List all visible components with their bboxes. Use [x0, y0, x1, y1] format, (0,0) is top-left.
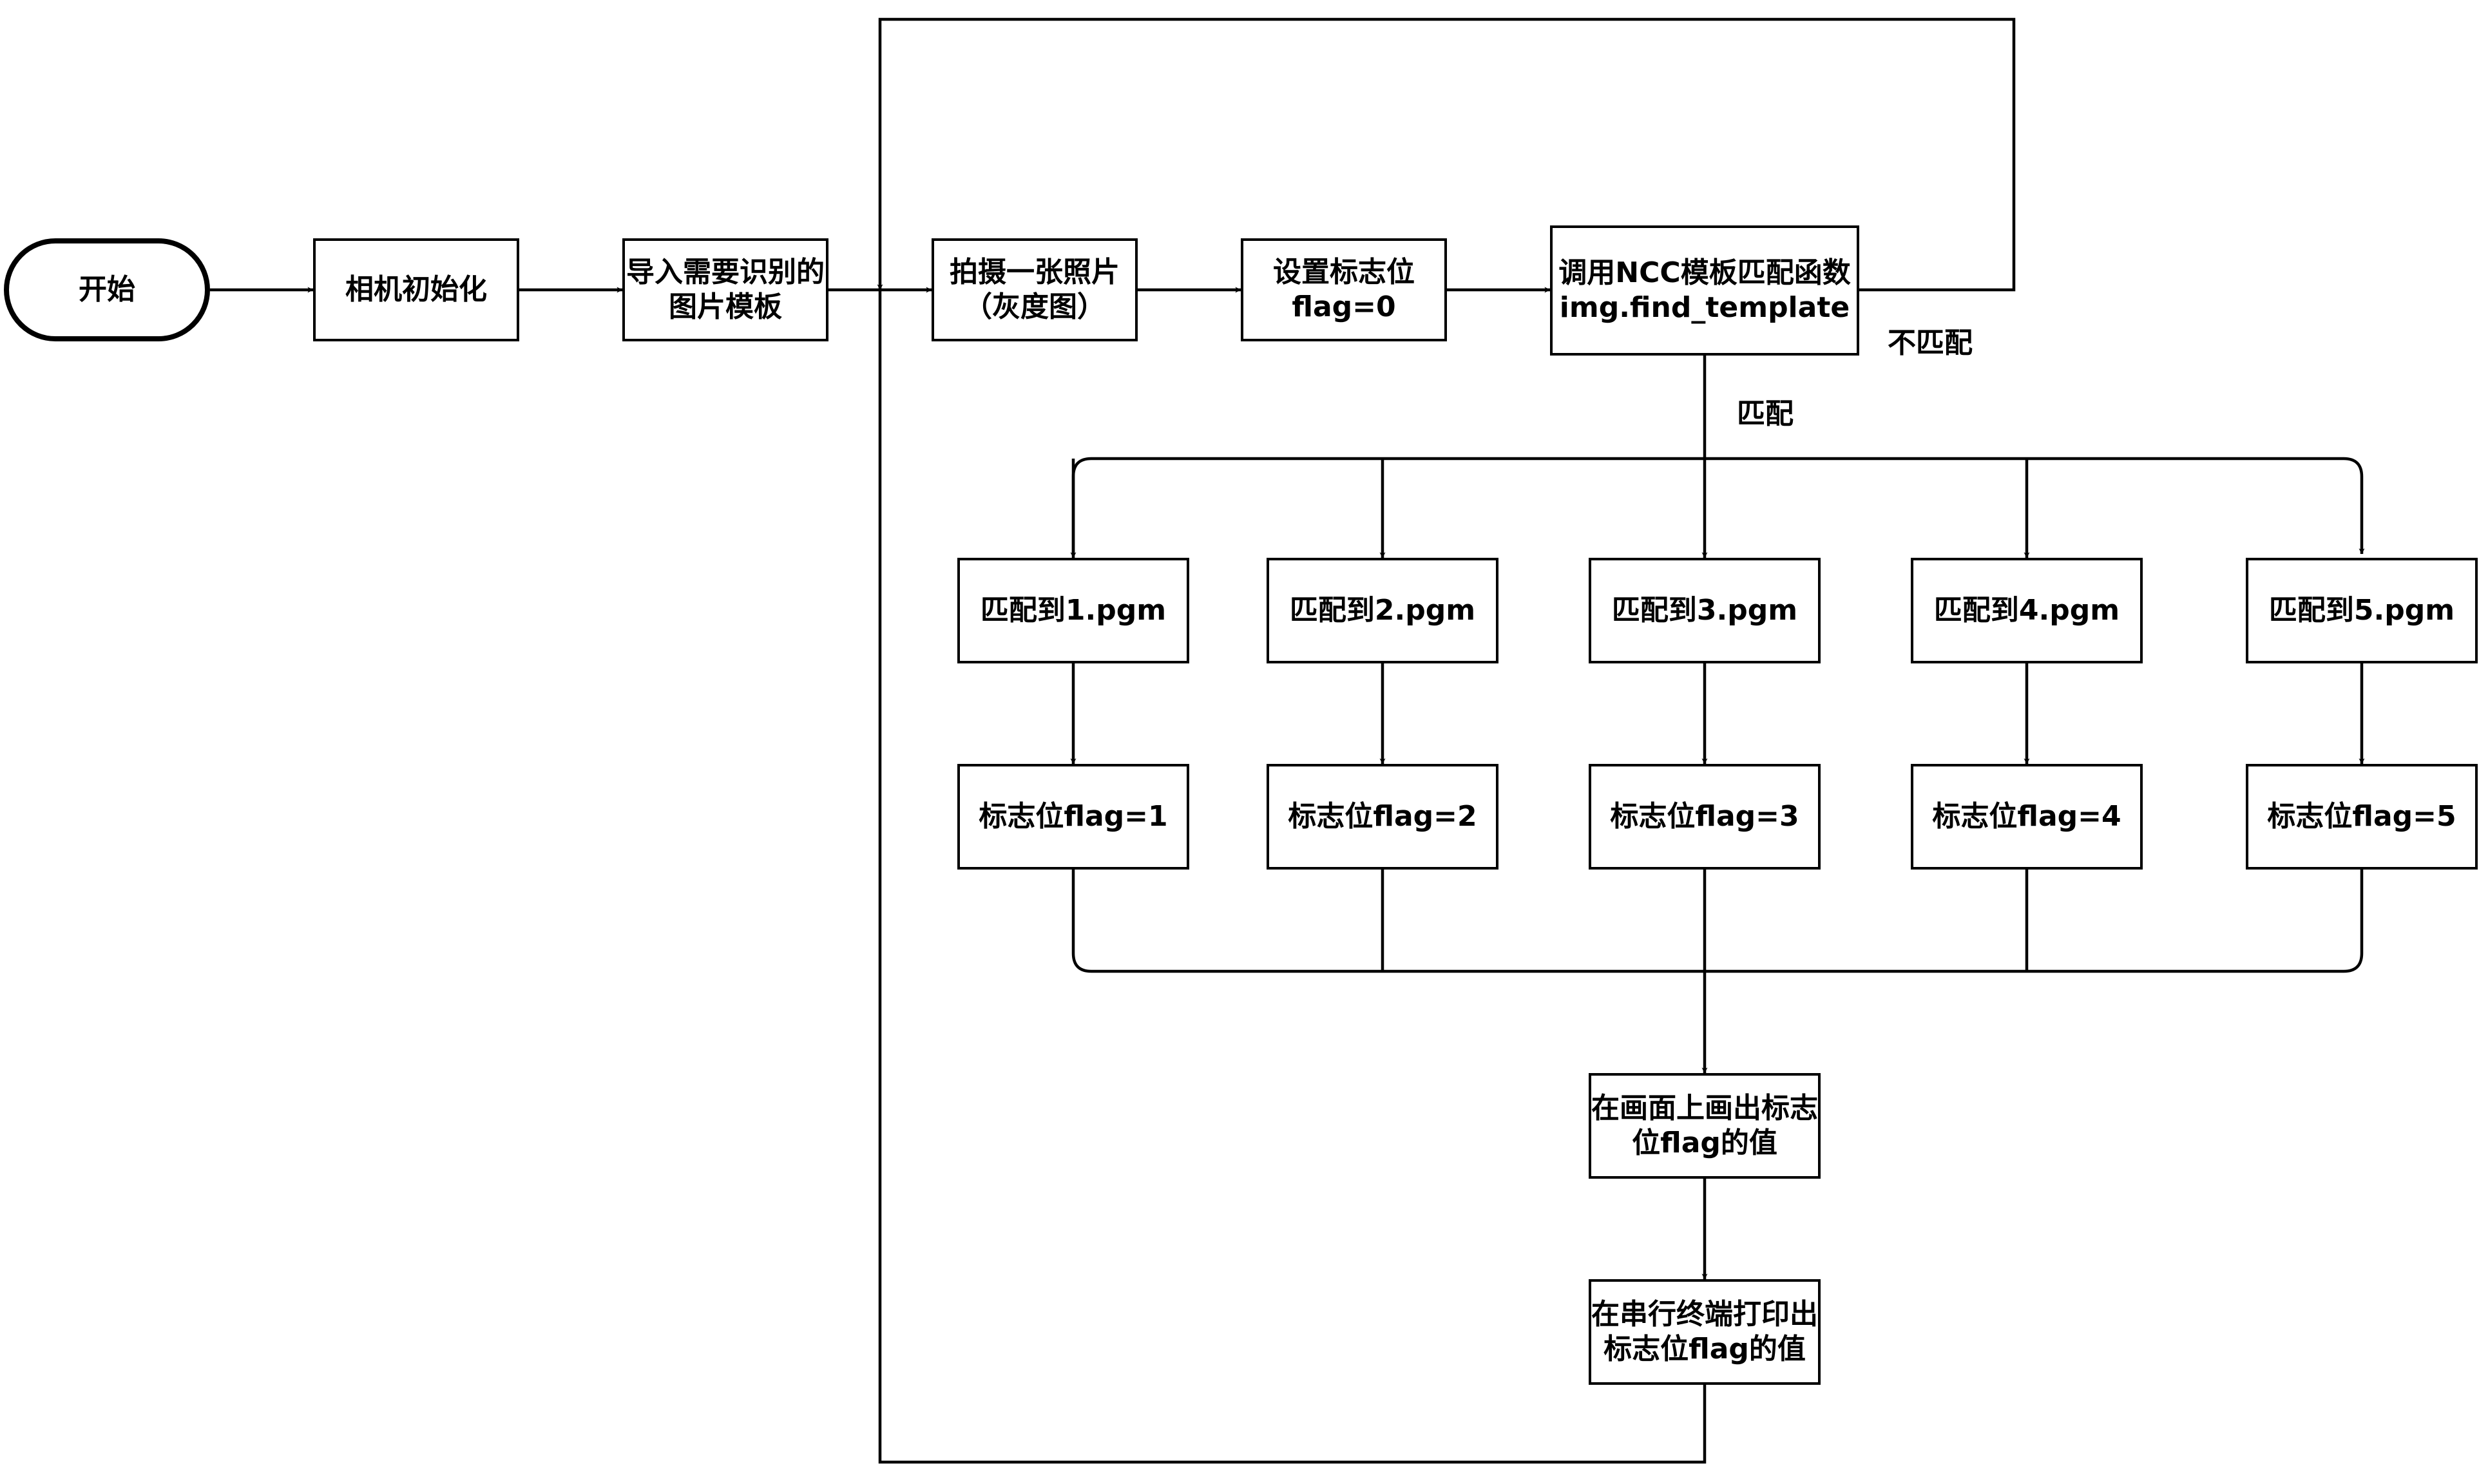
match-4-node: 匹配到4.pgm [1911, 558, 2143, 663]
match-label: 匹配 [1737, 397, 1794, 430]
set-flag-label: 设置标志位flag=0 [1273, 256, 1415, 323]
match-3-label: 匹配到3.pgm [1611, 594, 1798, 627]
draw-flag-label: 在画面上画出标志位flag的值 [1591, 1092, 1818, 1159]
ncc-match-node: 调用NCC模板匹配函数img.find_template [1550, 225, 1859, 356]
print-flag-node: 在串行终端打印出标志位flag的值 [1589, 1279, 1821, 1385]
import-template-label: 导入需要识别的图片模板 [626, 256, 825, 323]
match-5-node: 匹配到5.pgm [2246, 558, 2478, 663]
match-2-node: 匹配到2.pgm [1267, 558, 1498, 663]
set-flag-node: 设置标志位flag=0 [1241, 238, 1447, 341]
import-template-node: 导入需要识别的图片模板 [622, 238, 828, 341]
flag-5-label: 标志位flag=5 [2267, 800, 2456, 833]
print-flag-label: 在串行终端打印出标志位flag的值 [1591, 1298, 1818, 1365]
flag-2-label: 标志位flag=2 [1288, 800, 1477, 833]
start-label: 开始 [79, 273, 135, 306]
edge-nomatch-loop [877, 17, 2016, 292]
ncc-match-label: 调用NCC模板匹配函数img.find_template [1558, 256, 1851, 324]
camera-init-label: 相机初始化 [345, 273, 487, 306]
flag-4-label: 标志位flag=4 [1932, 800, 2121, 833]
start-node: 开始 [4, 238, 210, 341]
flag-1-node: 标志位flag=1 [957, 764, 1189, 870]
flag-1-label: 标志位flag=1 [979, 800, 1168, 833]
match-1-label: 匹配到1.pgm [980, 594, 1167, 627]
flag-2-node: 标志位flag=2 [1267, 764, 1498, 870]
match-4-label: 匹配到4.pgm [1933, 594, 2120, 627]
flag-3-label: 标志位flag=3 [1610, 800, 1799, 833]
flag-3-node: 标志位flag=3 [1589, 764, 1821, 870]
match-2-label: 匹配到2.pgm [1289, 594, 1476, 627]
flag-4-node: 标志位flag=4 [1911, 764, 2143, 870]
match-branch-bus [1071, 457, 2365, 555]
take-photo-node: 拍摄一张照片（灰度图） [932, 238, 1138, 341]
match-5-label: 匹配到5.pgm [2268, 594, 2455, 627]
merge-bus [1071, 870, 2364, 973]
edge-print-loop [878, 290, 1707, 1464]
draw-flag-node: 在画面上画出标志位flag的值 [1589, 1073, 1821, 1179]
camera-init-node: 相机初始化 [313, 238, 519, 341]
nomatch-label: 不匹配 [1888, 327, 1973, 359]
take-photo-label: 拍摄一张照片（灰度图） [950, 256, 1120, 323]
match-3-node: 匹配到3.pgm [1589, 558, 1821, 663]
match-1-node: 匹配到1.pgm [957, 558, 1189, 663]
flag-5-node: 标志位flag=5 [2246, 764, 2478, 870]
